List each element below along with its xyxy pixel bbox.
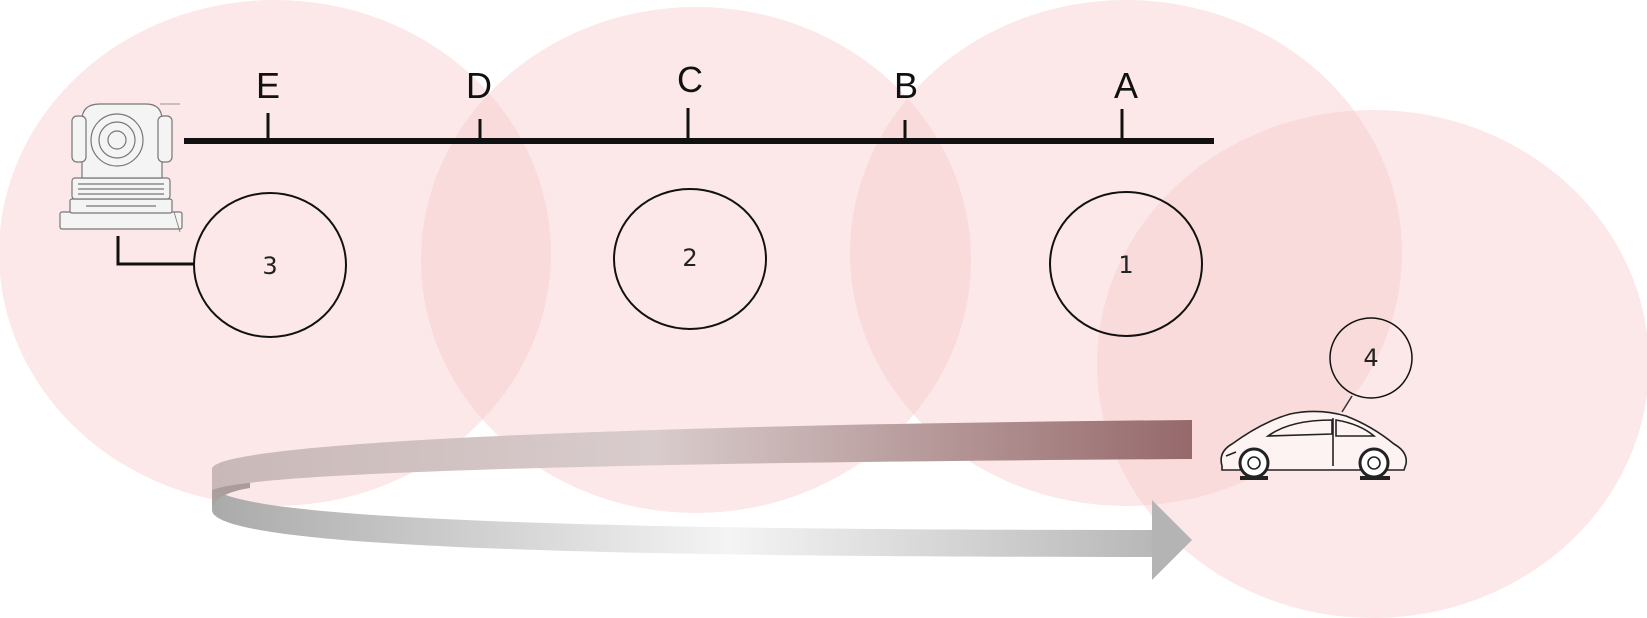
node-2-label: 2 xyxy=(682,244,697,272)
node-4: 4 xyxy=(1329,317,1413,399)
ruler-tick-labels: E D C B A xyxy=(256,59,1138,106)
camera-connector xyxy=(116,236,194,266)
node-1-label: 1 xyxy=(1118,251,1133,279)
flow-arrow xyxy=(212,420,1192,580)
node-4-label: 4 xyxy=(1363,344,1378,372)
car-connector xyxy=(1341,395,1353,413)
tick-label-c: C xyxy=(677,59,703,100)
coverage-zone-car xyxy=(1097,110,1647,618)
tick-label-b: B xyxy=(894,65,918,106)
flow-arrow-bottom-band xyxy=(212,484,1152,557)
ptz-camera-icon xyxy=(59,103,183,233)
flow-arrow-top-band xyxy=(212,420,1192,490)
coverage-zone-a xyxy=(850,0,1402,506)
node-3-label: 3 xyxy=(262,252,277,280)
tick-label-a: A xyxy=(1114,65,1138,106)
flow-arrow-head xyxy=(1152,500,1192,580)
ruler-ticks xyxy=(266,108,1124,138)
node-2: 2 xyxy=(613,188,767,330)
node-1: 1 xyxy=(1049,191,1203,337)
tick-label-e: E xyxy=(256,65,280,106)
node-3: 3 xyxy=(193,192,347,338)
nodes: 3 2 1 4 xyxy=(193,188,1413,399)
coverage-zone-c xyxy=(421,7,971,513)
car-icon xyxy=(1220,410,1408,480)
tick-label-d: D xyxy=(466,65,492,106)
